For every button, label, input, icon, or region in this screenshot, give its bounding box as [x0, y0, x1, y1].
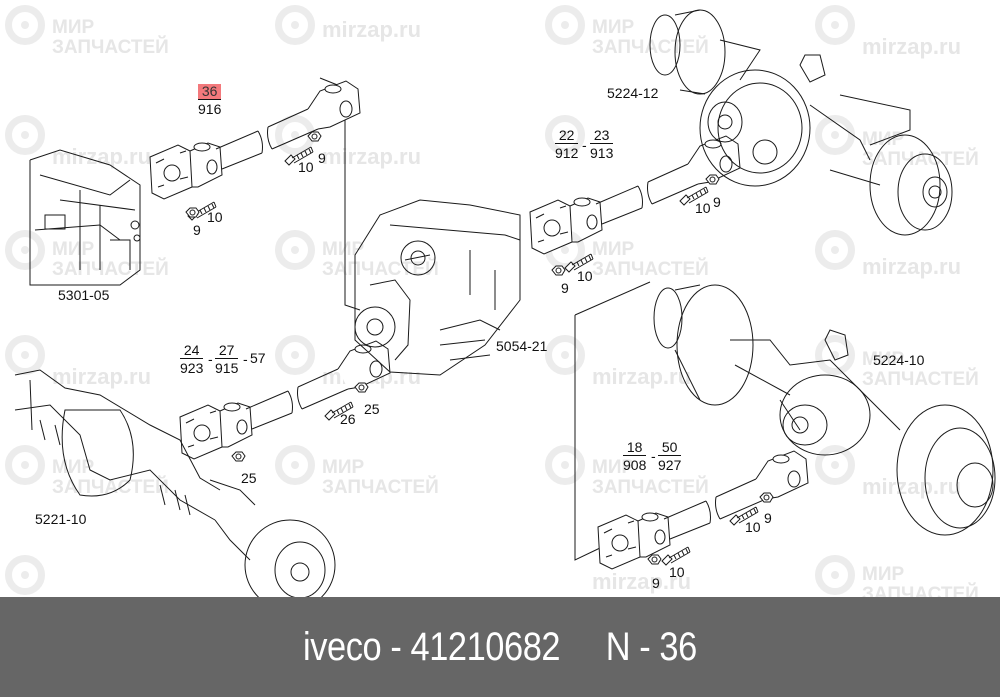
- part-callout-50-927[interactable]: 50 927: [658, 439, 682, 473]
- callout-nut[interactable]: 9: [318, 150, 326, 166]
- watermark-logo-icon: [815, 115, 855, 155]
- front-axle-5221-10: [14, 369, 336, 597]
- watermark-logo-icon: [545, 5, 585, 45]
- watermark-logo-icon: [275, 335, 315, 375]
- watermark-logo-icon: [545, 445, 585, 485]
- callout-nut[interactable]: 25: [241, 470, 257, 486]
- callout-bolt[interactable]: 10: [745, 519, 761, 535]
- assembly-label-rear-axle-lower: 5224-10: [873, 352, 925, 368]
- gearbox-5301-05: [29, 149, 141, 286]
- watermark-logo-icon: [815, 555, 855, 595]
- part-number-caption: iveco - 41210682 N - 36: [303, 624, 697, 669]
- part-callout-27-915[interactable]: 27 915: [215, 342, 239, 376]
- diagram-line-art: [14, 9, 996, 597]
- rear-axle-5224-10: [653, 284, 996, 536]
- watermark-logo-icon: [275, 230, 315, 270]
- part-callout-18-908[interactable]: 18 908: [623, 439, 647, 473]
- watermark-logo-icon: [5, 5, 45, 45]
- watermark-site: mirzap.ru: [52, 364, 152, 389]
- watermark-logo-icon: [815, 5, 855, 45]
- callout-nut[interactable]: 9: [652, 575, 660, 591]
- watermark-logo-icon: [5, 555, 45, 595]
- watermark-site: mirzap.ru: [322, 144, 422, 169]
- watermark-site: mirzap.ru: [862, 34, 962, 59]
- watermark-logo-icon: [275, 5, 315, 45]
- callout-position: 36: [198, 84, 222, 100]
- transfer-case-5054-21: [354, 199, 521, 376]
- watermark-site: mirzap.ru: [52, 144, 152, 169]
- leader-line: [574, 281, 651, 561]
- callout-bolt[interactable]: 26: [340, 411, 356, 427]
- watermark-logo-icon: [5, 230, 45, 270]
- callout-nut[interactable]: 25: [364, 401, 380, 417]
- callout-bolt[interactable]: 10: [298, 159, 314, 175]
- assembly-label-transfer-case: 5054-21: [496, 338, 548, 354]
- part-callout-36-916[interactable]: 36 916: [198, 84, 222, 117]
- part-callout-22-912[interactable]: 22 912: [555, 127, 579, 161]
- watermark-logo-icon: [5, 445, 45, 485]
- watermark-site: mirzap.ru: [862, 474, 962, 499]
- part-info-footer: iveco - 41210682 N - 36: [0, 597, 1000, 697]
- watermark-site: mirzap.ru: [592, 569, 692, 594]
- callout-bolt[interactable]: 10: [577, 268, 593, 284]
- callout-nut[interactable]: 9: [193, 222, 201, 238]
- watermark-logo-icon: [545, 115, 585, 155]
- callout-bolt[interactable]: 10: [207, 209, 223, 225]
- callout-bolt[interactable]: 10: [695, 200, 711, 216]
- part-callout-24-923[interactable]: 24 923: [180, 342, 204, 376]
- watermark-logo-icon: [815, 335, 855, 375]
- assembly-label-rear-axle-upper: 5224-12: [607, 85, 659, 101]
- watermark-logo-icon: [815, 445, 855, 485]
- watermark-logo-icon: [815, 230, 855, 270]
- leader-line: [839, 94, 911, 146]
- leader-line: [319, 77, 361, 311]
- callout-nut[interactable]: 9: [561, 280, 569, 296]
- part-callout-23-913[interactable]: 23 913: [590, 127, 614, 161]
- callout-nut[interactable]: 9: [764, 510, 772, 526]
- callout-nut[interactable]: 9: [713, 194, 721, 210]
- watermark-logo-icon: [545, 335, 585, 375]
- assembly-label-gearbox: 5301-05: [58, 287, 110, 303]
- rear-axle-5224-12: [649, 9, 953, 236]
- callout-code: 916: [198, 101, 222, 117]
- watermark-logo-icon: [5, 115, 45, 155]
- watermark-site: mirzap.ru: [322, 17, 422, 42]
- part-callout-57[interactable]: 57: [250, 350, 266, 366]
- watermark-logo-icon: [275, 445, 315, 485]
- drive-shaft-36: [149, 80, 361, 200]
- callout-bolt[interactable]: 10: [669, 564, 685, 580]
- watermark-site: mirzap.ru: [592, 364, 692, 389]
- watermark-site: mirzap.ru: [862, 254, 962, 279]
- watermark-logo-icon: [5, 335, 45, 375]
- assembly-label-front-axle: 5221-10: [35, 511, 87, 527]
